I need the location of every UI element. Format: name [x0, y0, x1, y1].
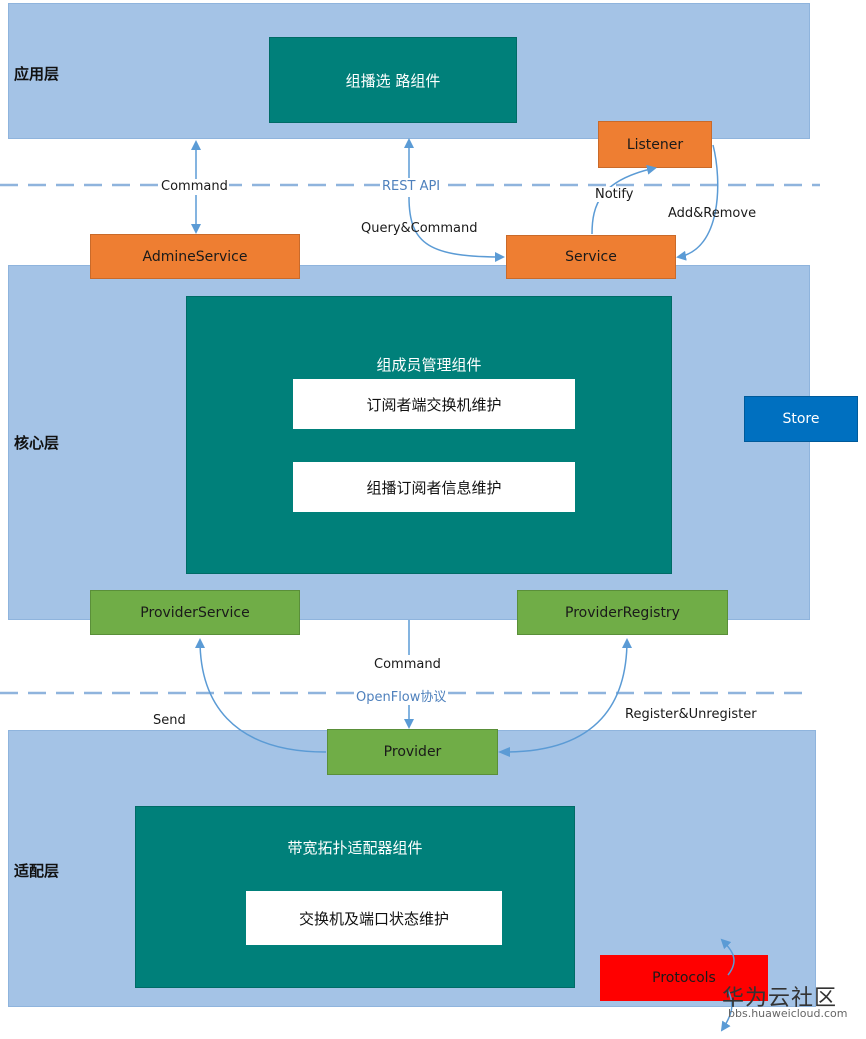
provider-box: Provider [327, 729, 498, 775]
provider-registry-box: ProviderRegistry [517, 590, 728, 635]
bandwidth-topo-title: 带宽拓扑适配器组件 [287, 839, 423, 857]
subscriber-info-box: 组播订阅者信息维护 [293, 462, 575, 512]
notify-label: Notify [595, 187, 634, 202]
register-label: Register&Unregister [625, 707, 757, 722]
query-command-label: Query&Command [361, 221, 478, 236]
service-box: Service [506, 235, 676, 279]
watermark-brand: 华为云社区 [722, 986, 838, 1011]
multicast-routing-title: 组播选 路组件 [345, 71, 441, 90]
watermark-url: bbs.huaweicloud.com [728, 1007, 848, 1020]
member-mgmt-component: 组成员管理组件 订阅者端交换机维护 组播订阅者信息维护 [186, 296, 672, 574]
openflow-label: OpenFlow协议 [354, 686, 449, 705]
command-top-label: Command [160, 179, 229, 194]
listener-box: Listener [598, 121, 712, 168]
command-bottom-label: Command [374, 657, 441, 672]
provider-service-box: ProviderService [90, 590, 300, 635]
store-box: Store [744, 396, 858, 442]
protocols-box: Protocols [600, 955, 768, 1001]
bandwidth-topo-component: 带宽拓扑适配器组件 交换机及端口状态维护 [135, 806, 575, 988]
app-layer-label: 应用层 [14, 65, 60, 83]
member-mgmt-title: 组成员管理组件 [376, 356, 482, 374]
switch-port-box: 交换机及端口状态维护 [246, 891, 502, 945]
subscriber-switch-box: 订阅者端交换机维护 [293, 379, 575, 429]
admin-service-box: AdmineService [90, 234, 300, 279]
send-label: Send [153, 713, 186, 728]
adapter-layer-label: 适配层 [14, 862, 60, 880]
core-layer-label: 核心层 [14, 434, 60, 452]
rest-api-label: REST API [380, 179, 443, 194]
add-remove-label: Add&Remove [668, 206, 757, 221]
multicast-routing-component: 组播选 路组件 [269, 37, 517, 123]
